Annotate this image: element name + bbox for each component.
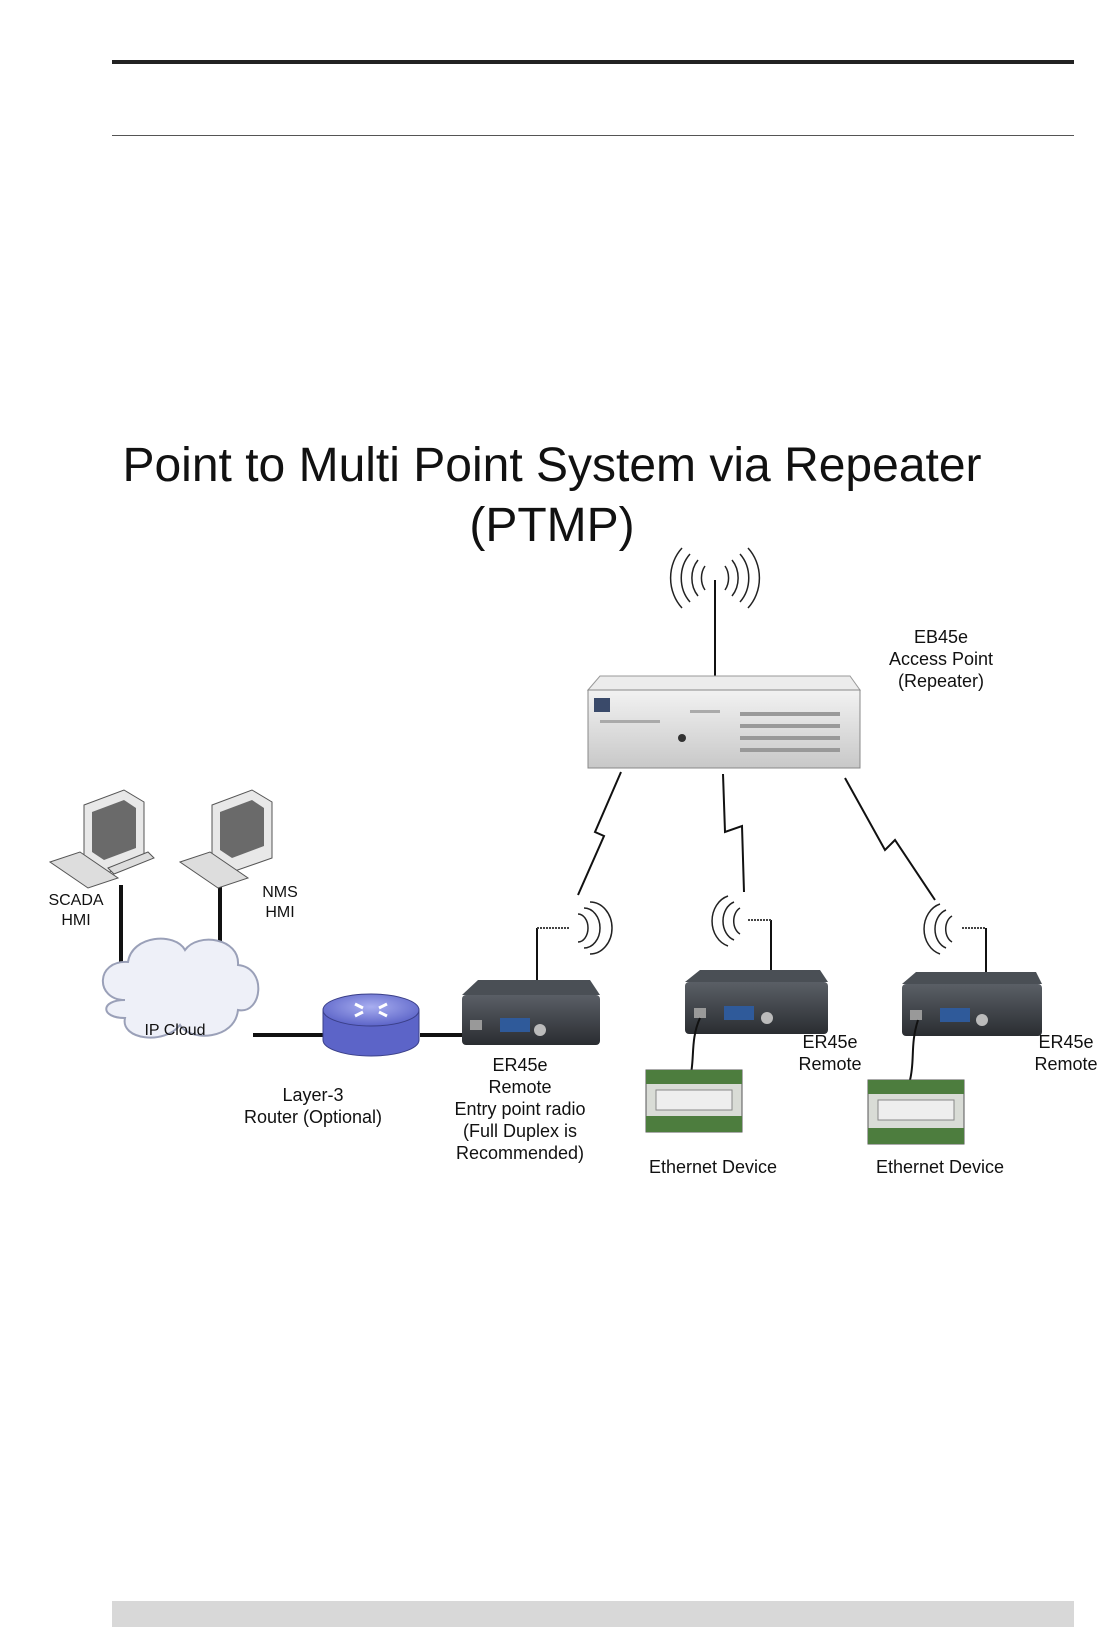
remote2-label: ER45e Remote — [790, 1031, 870, 1075]
router-icon — [323, 994, 419, 1056]
entry-remote-label: ER45e Remote Entry point radio (Full Dup… — [438, 1054, 602, 1164]
ethernet-device-2-label: Ethernet Device — [857, 1156, 1023, 1178]
ethernet-device-1-icon — [646, 1070, 742, 1132]
nms-label: NMS HMI — [250, 883, 310, 923]
access-point-label: EB45e Access Point (Repeater) — [876, 626, 1006, 692]
remote3-label: ER45e Remote — [1028, 1031, 1104, 1075]
access-point-device — [588, 676, 860, 768]
ethernet-device-1-label: Ethernet Device — [630, 1156, 796, 1178]
remote-radio-3 — [902, 904, 1042, 1080]
radio-link-3 — [845, 778, 935, 900]
radio-link-2 — [723, 774, 744, 892]
radio-link-1 — [578, 772, 621, 895]
scada-label: SCADA HMI — [40, 891, 112, 931]
ethernet-device-2-icon — [868, 1080, 964, 1144]
ap-antenna-icon — [671, 548, 760, 678]
footer-bar — [112, 1601, 1074, 1627]
ip-cloud-label: IP Cloud — [130, 1020, 220, 1042]
router-label: Layer-3 Router (Optional) — [228, 1084, 398, 1128]
entry-remote-radio — [462, 902, 612, 1045]
